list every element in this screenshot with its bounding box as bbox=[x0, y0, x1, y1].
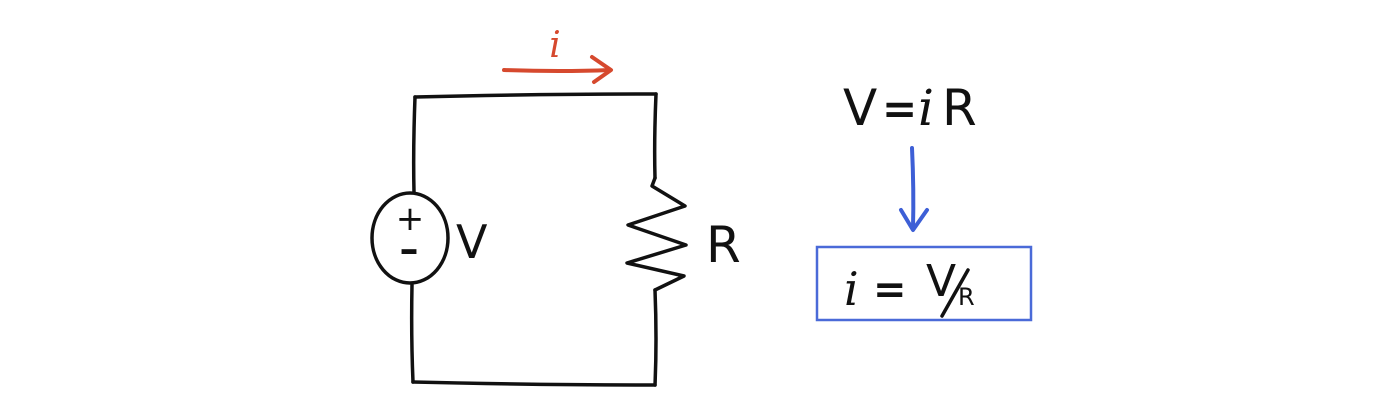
resistor-label: R bbox=[706, 216, 741, 274]
derivation-arrow-shaft bbox=[910, 146, 916, 230]
derivation-arrow-head bbox=[899, 208, 929, 232]
ohms-law-equals: = bbox=[882, 84, 917, 133]
ohms-law-v: V bbox=[843, 79, 877, 137]
wire-bottom bbox=[411, 380, 657, 387]
current-arrow-head bbox=[590, 55, 613, 84]
voltage-source-circle bbox=[370, 191, 450, 285]
derivation-arrow bbox=[899, 146, 929, 232]
source-label: V bbox=[456, 215, 488, 269]
ohms-law-equation: V = i R bbox=[843, 79, 977, 137]
result-fraction-slash bbox=[940, 268, 970, 318]
source-minus-sign: – bbox=[400, 227, 419, 271]
wire-right-lower bbox=[653, 288, 658, 387]
current-label: i bbox=[549, 25, 561, 66]
wire-left-lower bbox=[409, 283, 415, 384]
wire-top bbox=[413, 92, 658, 99]
result-denominator-r: R bbox=[958, 283, 975, 311]
result-box-border bbox=[815, 245, 1033, 322]
source-plus-sign: + bbox=[396, 199, 425, 239]
resistor-zigzag bbox=[625, 176, 688, 292]
result-equals: = bbox=[873, 267, 907, 313]
result-box: i = V R bbox=[815, 245, 1033, 322]
wire-left-upper bbox=[411, 95, 417, 194]
wire-right-upper bbox=[652, 92, 658, 180]
circuit-wires bbox=[409, 92, 658, 387]
current-arrow bbox=[502, 55, 613, 84]
result-i: i bbox=[844, 262, 859, 316]
ohms-law-i: i bbox=[918, 79, 934, 137]
ohms-law-r: R bbox=[942, 79, 977, 137]
voltage-source: + – bbox=[370, 191, 450, 285]
current-arrow-shaft bbox=[502, 68, 612, 73]
